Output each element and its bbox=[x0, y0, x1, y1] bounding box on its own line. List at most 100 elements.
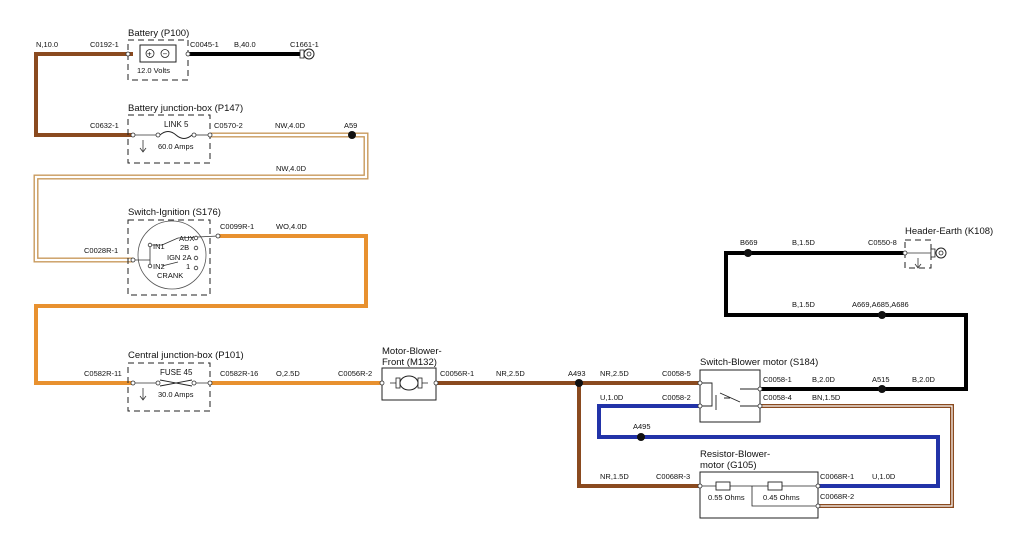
resistor-icon bbox=[715, 481, 731, 491]
terminal bbox=[815, 483, 821, 489]
splice-label: B669 bbox=[740, 238, 758, 247]
link-icon bbox=[159, 131, 193, 139]
amps-label: 60.0 Amps bbox=[158, 142, 194, 151]
fuse-label: FUSE 45 bbox=[160, 368, 193, 377]
minus-icon bbox=[160, 49, 170, 58]
amps-label: 30.0 Amps bbox=[158, 390, 194, 399]
motor-brush bbox=[417, 377, 423, 389]
fuse-icon bbox=[159, 379, 193, 387]
central-jbox-title: Central junction-box (P101) bbox=[128, 350, 244, 361]
battery-cell bbox=[139, 44, 177, 63]
terminal bbox=[185, 51, 191, 57]
connector-label: C1661-1 bbox=[290, 40, 319, 49]
splice-label: A669,A685,A686 bbox=[852, 300, 909, 309]
terminal bbox=[193, 245, 199, 251]
motor-icon bbox=[399, 375, 419, 391]
wire-label: B,2.0D bbox=[912, 375, 936, 384]
connector-label: C0045-1 bbox=[190, 40, 219, 49]
wire-b-20 bbox=[724, 251, 968, 391]
terminal bbox=[697, 380, 703, 386]
switch-blower-motor: Switch-Blower motor (S184) C0058-5 C0058… bbox=[600, 357, 936, 423]
battery-plus: + bbox=[147, 50, 152, 59]
wire-label: BN,1.5D bbox=[812, 393, 841, 402]
terminal bbox=[902, 250, 908, 256]
header-earth-title: Header-Earth (K108) bbox=[905, 226, 993, 237]
pos-crank: CRANK bbox=[157, 271, 183, 280]
blower-motor: Motor-Blower- Front (M132) C0056R-2 C005… bbox=[338, 346, 525, 401]
splice-node bbox=[348, 131, 356, 139]
splice-node bbox=[575, 379, 583, 387]
connector-label: C0632-1 bbox=[90, 121, 119, 130]
header-earth: Header-Earth (K108) C0550-8 B,1.5D B,1.5… bbox=[792, 226, 993, 309]
terminal bbox=[207, 380, 213, 386]
terminal bbox=[757, 403, 763, 409]
switch-contacts-icon bbox=[700, 382, 760, 410]
wire-u-10 bbox=[597, 404, 940, 488]
ground-arrow-icon bbox=[139, 388, 147, 401]
ignition-outline bbox=[127, 219, 211, 296]
pos-2b: 2B bbox=[180, 243, 189, 252]
terminal bbox=[757, 386, 763, 392]
resistor-title-1: Resistor-Blower- bbox=[700, 449, 770, 460]
wire-bn-15 bbox=[760, 404, 954, 508]
splice-node bbox=[744, 249, 752, 257]
wire-nw-40 bbox=[33, 132, 369, 263]
wire-label: B,2.0D bbox=[812, 375, 836, 384]
wire-label: U,1.0D bbox=[872, 472, 896, 481]
wire-label: B,40.0 bbox=[234, 40, 256, 49]
splice-label: A495 bbox=[633, 422, 651, 431]
terminal bbox=[130, 257, 136, 263]
terminal bbox=[130, 132, 136, 138]
terminal bbox=[433, 380, 439, 386]
connector-label: C0068R-3 bbox=[656, 472, 690, 481]
terminal bbox=[147, 263, 153, 269]
wire-nr-15 bbox=[577, 383, 700, 488]
wire-label: N,10.0 bbox=[36, 40, 58, 49]
pos-ign2a: IGN 2A bbox=[167, 253, 192, 262]
terminal bbox=[379, 380, 385, 386]
pos-1: 1 bbox=[186, 262, 190, 271]
splice-node bbox=[878, 385, 886, 393]
connector-label: C0028R-1 bbox=[84, 246, 118, 255]
terminal bbox=[147, 242, 153, 248]
wire-label: B,1.5D bbox=[792, 238, 816, 247]
jbox-outline bbox=[127, 114, 211, 164]
wire-label: NR,2.5D bbox=[600, 369, 629, 378]
ignition-dial bbox=[137, 220, 207, 290]
motor-title-1: Motor-Blower- bbox=[382, 346, 442, 357]
terminal bbox=[193, 265, 199, 271]
resistor-value: 0.45 Ohms bbox=[763, 493, 800, 502]
terminal bbox=[130, 380, 136, 386]
jbox-outline bbox=[127, 362, 211, 412]
terminal bbox=[697, 403, 703, 409]
connector-label: C0099R-1 bbox=[220, 222, 254, 231]
connector-label: C0550-8 bbox=[868, 238, 897, 247]
wire-label: B,1.5D bbox=[792, 300, 816, 309]
battery-junction-box: Battery junction-box (P147) LINK 5 60.0 … bbox=[90, 103, 357, 173]
terminal bbox=[193, 255, 199, 261]
terminal bbox=[155, 132, 161, 138]
connector-label: C0058-5 bbox=[662, 369, 691, 378]
wire-n-10 bbox=[34, 52, 133, 137]
connector-label: C0582R-16 bbox=[220, 369, 258, 378]
splice-label: A493 bbox=[568, 369, 586, 378]
earth-lug-icon bbox=[299, 49, 305, 59]
earth-lug-icon bbox=[930, 248, 936, 258]
battery-minus: − bbox=[163, 50, 168, 59]
earth-ring-inner bbox=[306, 51, 312, 57]
earth-ring-inner bbox=[938, 250, 944, 256]
splice-node bbox=[637, 433, 645, 441]
wire-wo-40 bbox=[34, 234, 368, 385]
plus-icon bbox=[145, 49, 155, 58]
terminal bbox=[191, 380, 197, 386]
terminal bbox=[815, 503, 821, 509]
ignition-switch: Switch-Ignition (S176) AUX IN1 2B IGN 2A… bbox=[84, 207, 307, 296]
wire-label: NR,1.5D bbox=[600, 472, 629, 481]
pos-aux: AUX bbox=[179, 234, 194, 243]
wire-label: WO,4.0D bbox=[276, 222, 307, 231]
central-junction-box: Central junction-box (P101) FUSE 45 30.0… bbox=[84, 350, 300, 412]
battery-voltage: 12.0 Volts bbox=[137, 66, 170, 75]
resistor-title-2: motor (G105) bbox=[700, 460, 757, 471]
terminal bbox=[191, 132, 197, 138]
